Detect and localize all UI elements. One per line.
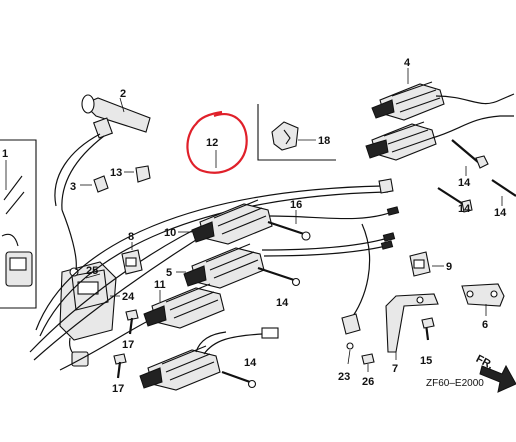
part-9-rubber-mount[interactable] — [409, 251, 444, 277]
part-7-stay[interactable] — [385, 293, 439, 360]
callout-3: 3 — [70, 181, 76, 193]
callout-14-e: 14 — [244, 357, 257, 369]
callout-14-c: 14 — [494, 207, 507, 219]
part-23-ground-wire[interactable] — [341, 223, 371, 365]
part-15-bolt[interactable] — [421, 317, 435, 341]
callout-10: 10 — [164, 227, 176, 239]
callout-9: 9 — [446, 261, 452, 273]
callout-4: 4 — [404, 57, 411, 69]
callout-14-b: 14 — [458, 203, 471, 215]
part-14-bolt-right-c[interactable] — [491, 179, 516, 206]
wire-harness — [29, 178, 394, 371]
callout-labels: 1 2 3 4 5 6 7 8 9 10 11 13 14 14 14 14 1… — [2, 57, 507, 395]
callout-17-b: 17 — [112, 383, 124, 395]
front-direction-arrow — [479, 364, 516, 393]
part-11-coil-upper[interactable] — [143, 283, 225, 329]
connector-leads — [261, 206, 400, 257]
callout-17-a: 17 — [122, 339, 134, 351]
part-18-clip[interactable] — [257, 104, 336, 161]
part-14-bolt-right-b[interactable] — [437, 187, 473, 213]
part-14-bolt-right-a[interactable] — [451, 139, 489, 176]
part-2-spark-plug-cap[interactable] — [54, 94, 151, 211]
part-5-exciter-coil[interactable] — [176, 243, 265, 289]
part-10-charge-coil[interactable] — [178, 199, 273, 245]
callout-11: 11 — [154, 279, 166, 291]
part-17-screw-a[interactable] — [125, 309, 139, 335]
callout-2: 2 — [120, 88, 126, 100]
callout-18: 18 — [318, 135, 330, 147]
drawing-code: ZF60–E2000 — [426, 378, 484, 389]
callout-7: 7 — [392, 363, 398, 375]
part-6-bracket[interactable] — [461, 283, 505, 316]
part-16-bolt[interactable] — [267, 210, 311, 241]
red-annotation-circle — [186, 110, 248, 174]
part-25-ignition-coil[interactable] — [59, 209, 120, 367]
part-13-grommet[interactable] — [124, 165, 151, 183]
callout-8: 8 — [128, 231, 134, 243]
part-1-ignition-module[interactable] — [0, 139, 37, 309]
callout-14-a: 14 — [458, 177, 471, 189]
callout-6: 6 — [482, 319, 488, 331]
part-4-exciter-coil[interactable] — [365, 68, 515, 161]
callout-5: 5 — [166, 267, 172, 279]
part-26-bolt[interactable] — [361, 353, 375, 372]
callout-15: 15 — [420, 355, 432, 367]
part-14-bolt-middle[interactable] — [257, 266, 301, 287]
part-12-annotation[interactable] — [186, 110, 248, 174]
annotation-label-12: 12 — [206, 137, 218, 149]
callout-23: 23 — [338, 371, 350, 383]
callout-16: 16 — [290, 199, 302, 211]
callout-14-d: 14 — [276, 297, 289, 309]
callout-13: 13 — [110, 167, 122, 179]
part-17-screw-b[interactable] — [113, 353, 127, 379]
callout-24: 24 — [122, 291, 135, 303]
part-14-bolt-lower[interactable] — [221, 370, 257, 389]
callout-26: 26 — [362, 376, 374, 388]
front-label: FR. — [474, 353, 495, 372]
callout-1: 1 — [2, 148, 8, 160]
part-3-clip[interactable] — [80, 175, 109, 193]
callout-25: 25 — [86, 265, 98, 277]
part-8-rubber-mount[interactable] — [121, 242, 143, 275]
part-11-coil-lower[interactable] — [139, 327, 279, 391]
